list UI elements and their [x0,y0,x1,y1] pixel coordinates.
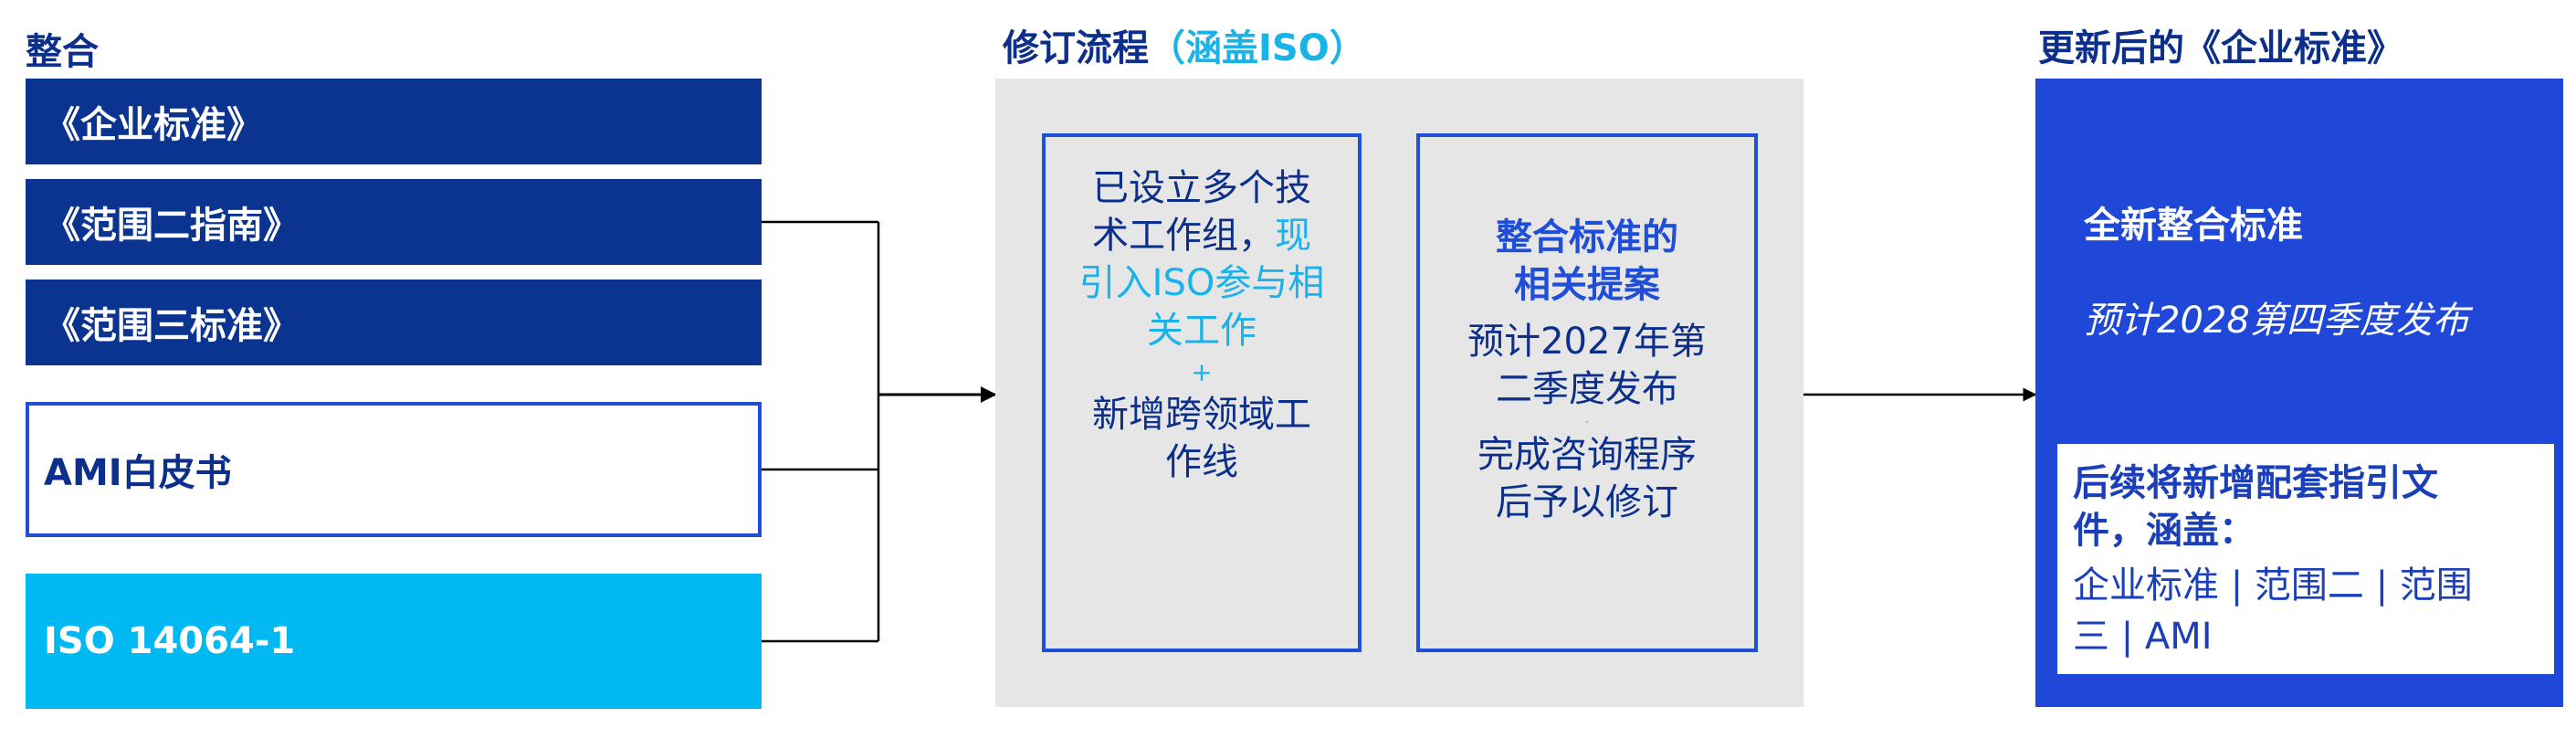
follow-up-list: 三 | AMI [2073,616,2213,658]
follow-up-list: 企业标准 | 范围二 | 范围 [2073,564,2473,607]
integrate-heading: 整合 [26,31,99,73]
source-box-corporate-standard: 《企业标准》 [26,79,762,164]
step2-date: 预计2027年第 [1467,321,1707,363]
step2-final: 后予以修订 [1496,481,1678,523]
source-box-iso-14064: ISO 14064-1 [26,574,762,709]
source-label: 《范围二指南》 [44,205,300,247]
source-label: 《企业标准》 [44,104,263,146]
source-box-scope2-guidance: 《范围二指南》 [26,179,762,265]
new-integrated-standard-title: 全新整合标准 [2084,205,2303,247]
step2-separator: - [1584,415,1590,429]
step2-final: 完成咨询程序 [1477,434,1697,476]
source-box-scope3-standard: 《范围三标准》 [26,280,762,365]
follow-up-title: 件，涵盖： [2073,510,2255,552]
step2-title: 相关提案 [1514,264,1660,306]
step2-title: 整合标准的 [1496,216,1678,258]
source-label: 《范围三标准》 [44,305,300,347]
step1-line: 术工作组，现 [1092,215,1311,257]
follow-up-title: 后续将新增配套指引文 [2073,462,2438,504]
step1-plus: + [1191,357,1213,387]
step1-line: 新增跨领域工 [1092,394,1311,436]
step2-date: 二季度发布 [1496,368,1678,410]
revision-heading-accent: （涵盖ISO） [1149,27,1366,69]
revision-heading-main: 修订流程 [1003,27,1149,69]
source-label: AMI白皮书 [44,452,232,494]
process-step-workgroups: 已设立多个技 术工作组，现 引入ISO参与相 关工作 + 新增跨领域工 作线 [1042,133,1362,652]
revision-process-heading: 修订流程（涵盖ISO） [1003,18,1366,71]
step1-highlight-line: 关工作 [1147,310,1256,352]
follow-up-guidance-box: 后续将新增配套指引文 件，涵盖： 企业标准 | 范围二 | 范围 三 | AMI [2057,444,2554,674]
source-box-ami-whitepaper: AMI白皮书 [26,402,762,537]
updated-standard-heading: 更新后的《企业标准》 [2038,27,2403,69]
step1-line: 已设立多个技 [1092,167,1311,209]
merge-bracket [762,220,880,643]
step1-line: 作线 [1165,441,1238,483]
release-date-note: 预计2028第四季度发布 [2084,300,2469,342]
process-step-proposal: 整合标准的 相关提案 预计2027年第 二季度发布 - 完成咨询程序 后予以修订 [1416,133,1758,652]
source-label: ISO 14064-1 [44,620,296,662]
step1-highlight: 现 [1275,215,1311,257]
step1-highlight-line: 引入ISO参与相 [1078,262,1325,304]
